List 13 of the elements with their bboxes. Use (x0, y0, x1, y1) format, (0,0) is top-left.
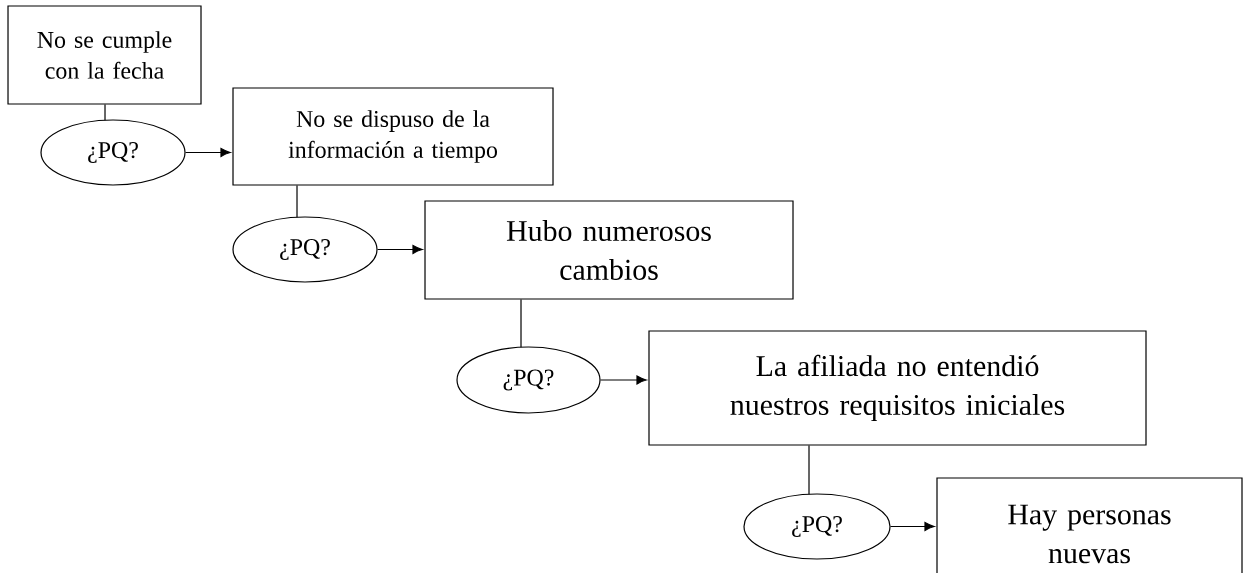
connector (600, 375, 647, 385)
process-box: No se cumple con la fecha (7, 5, 202, 105)
connector (104, 104, 106, 121)
connector (808, 445, 810, 495)
connector (520, 299, 522, 348)
connector (185, 148, 231, 157)
process-box: Hubo numerosos cambios (424, 200, 794, 300)
process-box: La afiliada no entendió nuestros requisitos iniciales (648, 330, 1147, 446)
connector (377, 245, 423, 254)
process-box: No se dispuso de la información a tiempo (232, 87, 554, 186)
connector (890, 522, 935, 531)
connector (296, 185, 298, 218)
process-box: Hay personas nuevas (936, 477, 1243, 573)
